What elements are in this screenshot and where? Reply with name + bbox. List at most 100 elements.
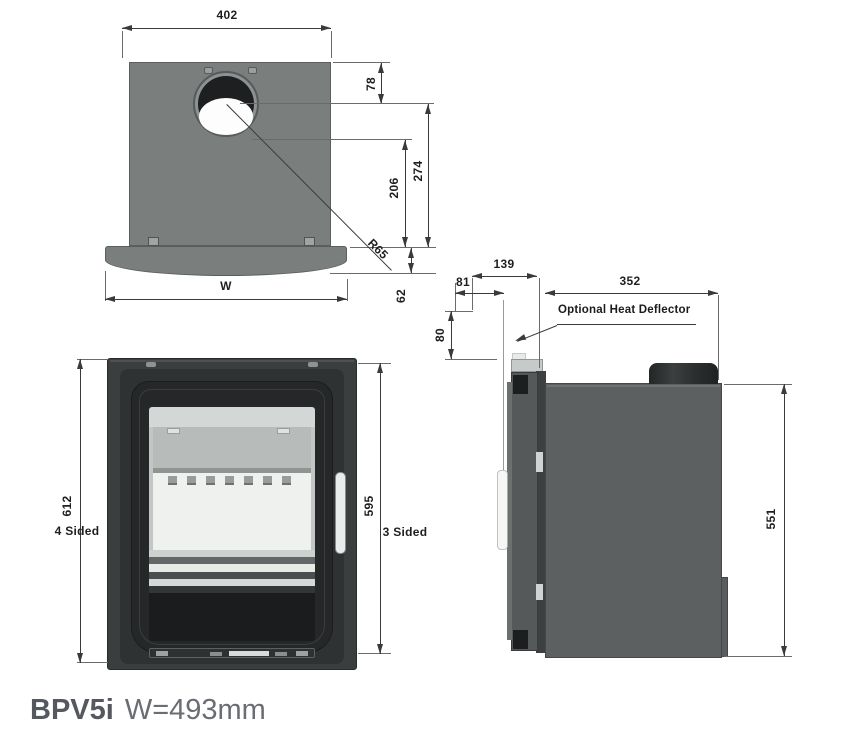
extension-line bbox=[240, 103, 434, 104]
dim-label-274: 274 bbox=[411, 160, 425, 182]
width-spec: W=493mm bbox=[124, 694, 266, 726]
extension-line bbox=[445, 311, 473, 312]
air-hole bbox=[225, 476, 234, 485]
dim-label-78: 78 bbox=[364, 77, 378, 91]
frame-clip-right bbox=[308, 362, 318, 367]
air-hole bbox=[282, 476, 291, 485]
dim-line-80 bbox=[448, 311, 454, 359]
label-4-sided: 4 Sided bbox=[54, 524, 100, 538]
louver-gap bbox=[149, 572, 315, 579]
dim-label-352: 352 bbox=[619, 274, 641, 288]
louver-stripe bbox=[149, 550, 315, 557]
dim-label-551: 551 bbox=[764, 508, 778, 530]
dim-line-62 bbox=[408, 248, 414, 273]
dim-label-595: 595 bbox=[362, 495, 376, 517]
air-hole bbox=[263, 476, 272, 485]
extension-line bbox=[105, 271, 106, 301]
side-fascia-top-block bbox=[513, 375, 528, 394]
extension-line bbox=[718, 295, 719, 380]
side-flue-collar bbox=[649, 363, 718, 384]
extension-line bbox=[122, 31, 123, 58]
door-glass bbox=[149, 407, 315, 641]
extension-line bbox=[350, 247, 436, 248]
dim-line-81 bbox=[455, 290, 504, 296]
louver-stripe bbox=[149, 579, 315, 586]
firebrick-edge-left bbox=[149, 427, 153, 550]
model-name: BPV5i bbox=[30, 694, 114, 726]
side-door-handle bbox=[497, 470, 508, 550]
baffle-clip-left bbox=[167, 428, 180, 434]
dim-label-r65: R65 bbox=[364, 235, 392, 263]
baffle-clip-right bbox=[277, 428, 290, 434]
side-body bbox=[545, 383, 722, 658]
side-hinge-tab-top bbox=[536, 452, 543, 472]
dim-label-612: 612 bbox=[60, 495, 74, 517]
fixing-clip-left bbox=[148, 237, 159, 246]
label-3-sided: 3 Sided bbox=[382, 525, 428, 539]
top-view-fascia bbox=[105, 246, 347, 276]
frame-clip-left bbox=[146, 362, 156, 367]
dim-label-80: 80 bbox=[433, 328, 447, 342]
side-fascia-front-edge bbox=[507, 382, 512, 640]
dim-line-w bbox=[105, 296, 347, 302]
extension-line bbox=[472, 278, 473, 310]
air-hole bbox=[168, 476, 177, 485]
baffle-edge bbox=[149, 468, 315, 473]
firebox-back-panel bbox=[149, 473, 315, 550]
extension-line bbox=[330, 273, 436, 274]
firebrick-edge-right bbox=[311, 427, 315, 550]
side-fascia-back bbox=[536, 371, 546, 653]
extension-line bbox=[77, 359, 108, 360]
air-control-segment bbox=[210, 652, 222, 656]
dim-line-206 bbox=[402, 140, 408, 247]
door-handle bbox=[335, 472, 346, 554]
louver-gap bbox=[149, 557, 315, 564]
dim-line-595 bbox=[377, 363, 383, 654]
louver-gap bbox=[149, 586, 315, 593]
dim-label-206: 206 bbox=[387, 177, 401, 199]
air-hole bbox=[187, 476, 196, 485]
firebox-top bbox=[149, 407, 315, 427]
extension-line bbox=[539, 278, 540, 368]
air-hole bbox=[206, 476, 215, 485]
dim-line-139 bbox=[472, 273, 537, 279]
air-hole bbox=[244, 476, 253, 485]
dim-line-274 bbox=[425, 104, 431, 247]
dim-label-402: 402 bbox=[216, 8, 238, 22]
dim-line-78 bbox=[378, 63, 384, 104]
dim-label-81: 81 bbox=[456, 275, 470, 289]
side-fascia bbox=[511, 372, 538, 651]
extension-line bbox=[347, 279, 348, 301]
dim-line-352 bbox=[545, 290, 718, 296]
side-hinge-tab-bottom bbox=[536, 584, 543, 600]
extension-line bbox=[77, 662, 108, 663]
extension-line bbox=[455, 283, 456, 311]
air-control-bolt-right bbox=[296, 651, 308, 656]
dim-line-551 bbox=[781, 384, 787, 656]
extension-line bbox=[724, 656, 792, 657]
louver-stripe bbox=[149, 564, 315, 572]
extension-line bbox=[252, 139, 412, 140]
dim-label-62: 62 bbox=[394, 289, 408, 303]
annotation-underline bbox=[557, 324, 696, 325]
dim-label-139: 139 bbox=[493, 257, 515, 271]
extension-line bbox=[333, 62, 390, 63]
air-control-segment bbox=[275, 652, 287, 656]
side-fascia-bottom-block bbox=[513, 630, 528, 649]
extension-line bbox=[331, 31, 332, 58]
dim-label-w: W bbox=[220, 279, 232, 293]
dim-line-612 bbox=[77, 359, 83, 663]
extension-line bbox=[445, 359, 497, 360]
door-inner-edge bbox=[139, 389, 325, 645]
side-body-top-highlight bbox=[547, 385, 720, 387]
annotation-arrowhead bbox=[513, 334, 527, 344]
extension-line bbox=[358, 363, 391, 364]
extension-line bbox=[358, 653, 391, 654]
flue-opening-highlight bbox=[199, 98, 253, 135]
flue-collar-nub-left bbox=[204, 67, 213, 74]
side-rear-bracket bbox=[721, 577, 728, 657]
footer-label: BPV5i W=493mm bbox=[30, 694, 266, 727]
heat-deflector-ghost bbox=[511, 359, 543, 372]
extension-line bbox=[503, 300, 504, 470]
